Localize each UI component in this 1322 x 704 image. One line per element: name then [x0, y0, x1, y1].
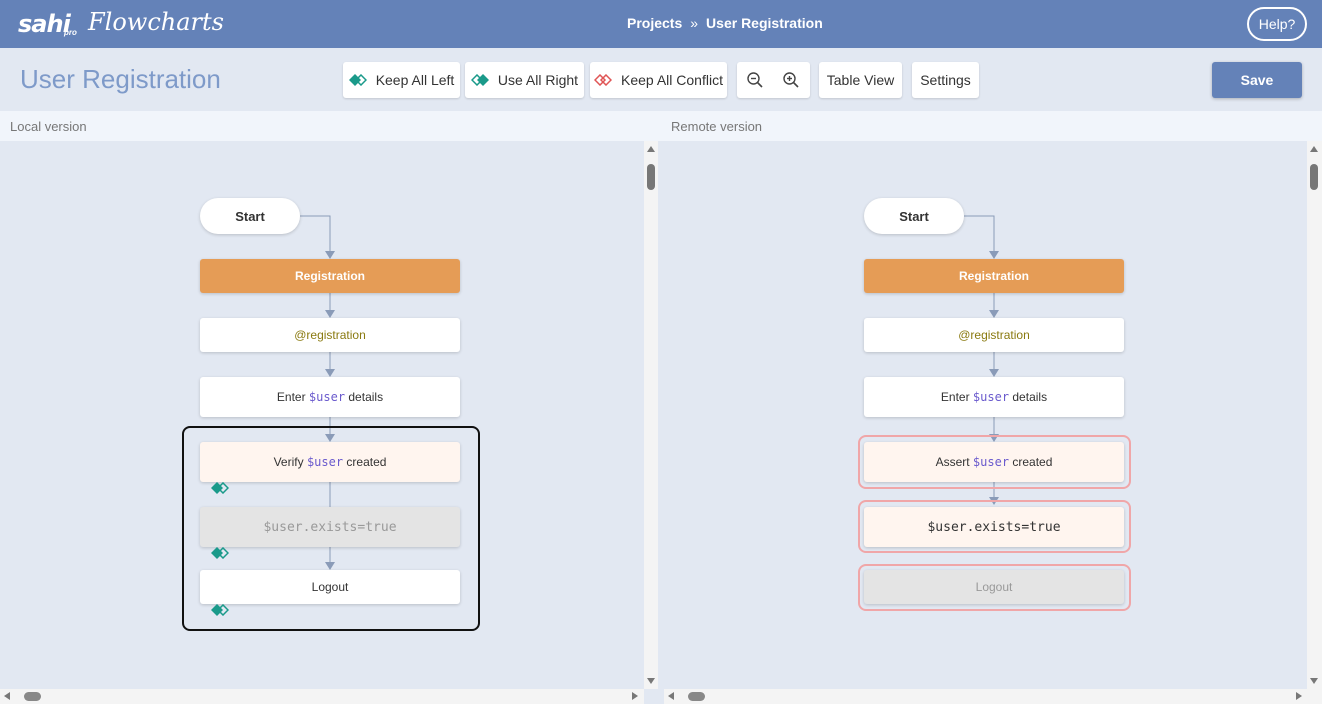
step-text: Enter [940, 390, 973, 404]
step-text: Verify [273, 455, 307, 469]
user-exists-step[interactable]: $user.exists=true [864, 507, 1124, 547]
keep-left-icon[interactable] [211, 547, 229, 559]
diff-highlight-box [858, 500, 1131, 553]
diff-highlight-box [858, 564, 1131, 611]
diff-highlight-box [858, 435, 1131, 489]
scroll-down-arrow-icon[interactable] [1310, 678, 1318, 684]
page-title: User Registration [20, 64, 221, 94]
breadcrumb-separator: » [690, 15, 699, 31]
keep-all-left-button[interactable]: Keep All Left [343, 62, 460, 98]
step-code: $user.exists=true [927, 519, 1061, 535]
remote-version-header: Remote version [661, 111, 1322, 141]
step-text: created [343, 455, 387, 469]
step-text: details [345, 390, 384, 404]
step-text: Enter [276, 390, 309, 404]
remote-connectors [964, 215, 999, 505]
remote-flowchart-pane[interactable]: Start Registration @registration Enter $… [664, 141, 1307, 689]
scroll-right-arrow-icon[interactable] [1296, 692, 1302, 700]
diamond-left-icon [348, 74, 367, 86]
logo-brand: sahi [18, 10, 71, 38]
registration-tag-node[interactable]: @registration [200, 318, 460, 352]
scroll-up-arrow-icon[interactable] [1310, 146, 1318, 152]
breadcrumb-current: User Registration [706, 15, 823, 31]
settings-button[interactable]: Settings [912, 62, 979, 98]
remote-horizontal-scrollbar[interactable] [664, 689, 1322, 704]
verify-user-created-step[interactable]: Verify $user created [200, 442, 460, 482]
scroll-down-arrow-icon[interactable] [647, 678, 655, 684]
breadcrumb: Projects » User Registration [627, 15, 823, 31]
scroll-thumb[interactable] [688, 692, 705, 701]
scroll-thumb[interactable] [1310, 164, 1318, 190]
start-node[interactable]: Start [200, 198, 300, 234]
scroll-thumb[interactable] [647, 164, 655, 190]
zoom-out-icon[interactable] [746, 71, 764, 89]
local-version-header: Local version [0, 111, 661, 141]
scroll-thumb[interactable] [24, 692, 41, 701]
start-node[interactable]: Start [864, 198, 964, 234]
remote-vertical-scrollbar[interactable] [1307, 141, 1322, 689]
zoom-controls [737, 62, 810, 98]
step-text: Assert [935, 455, 973, 469]
logout-step[interactable]: Logout [200, 570, 460, 604]
keep-all-conflict-button[interactable]: Keep All Conflict [590, 62, 727, 98]
keep-all-left-label: Keep All Left [375, 72, 455, 88]
keep-left-icon[interactable] [211, 482, 229, 494]
user-variable: $user [972, 390, 1010, 404]
user-variable: $user [306, 455, 344, 469]
user-variable: $user [972, 455, 1010, 469]
step-code: $user.exists=true [263, 519, 397, 535]
scroll-left-arrow-icon[interactable] [4, 692, 10, 700]
user-exists-step[interactable]: $user.exists=true [200, 507, 460, 547]
logo-script: Flowcharts [88, 8, 224, 36]
enter-user-details-step[interactable]: Enter $user details [864, 377, 1124, 417]
registration-section-node[interactable]: Registration [864, 259, 1124, 293]
help-button[interactable]: Help? [1247, 7, 1307, 41]
step-text: created [1009, 455, 1053, 469]
user-variable: $user [308, 390, 346, 404]
breadcrumb-projects-link[interactable]: Projects [627, 15, 683, 31]
local-horizontal-scrollbar[interactable] [0, 689, 644, 704]
diamond-conflict-icon [594, 74, 613, 86]
logo-sub: pro [64, 28, 77, 37]
registration-section-node[interactable]: Registration [200, 259, 460, 293]
scroll-left-arrow-icon[interactable] [668, 692, 674, 700]
use-all-right-label: Use All Right [497, 72, 579, 88]
assert-user-created-step[interactable]: Assert $user created [864, 442, 1124, 482]
use-all-right-button[interactable]: Use All Right [465, 62, 584, 98]
table-view-button[interactable]: Table View [819, 62, 902, 98]
save-button[interactable]: Save [1212, 62, 1302, 98]
zoom-in-icon[interactable] [782, 71, 800, 89]
scroll-right-arrow-icon[interactable] [632, 692, 638, 700]
diamond-right-icon [470, 74, 489, 86]
keep-left-icon[interactable] [211, 604, 229, 616]
registration-tag-node[interactable]: @registration [864, 318, 1124, 352]
enter-user-details-step[interactable]: Enter $user details [200, 377, 460, 417]
top-bar: sahi pro Flowcharts Projects » User Regist… [0, 0, 1322, 48]
conflict-group-box [182, 426, 480, 631]
local-flowchart-pane[interactable]: Start Registration @registration Enter $… [0, 141, 644, 689]
logout-step[interactable]: Logout [864, 570, 1124, 604]
scroll-up-arrow-icon[interactable] [647, 146, 655, 152]
local-vertical-scrollbar[interactable] [644, 141, 658, 689]
keep-all-conflict-label: Keep All Conflict [621, 72, 723, 88]
step-text: details [1009, 390, 1048, 404]
